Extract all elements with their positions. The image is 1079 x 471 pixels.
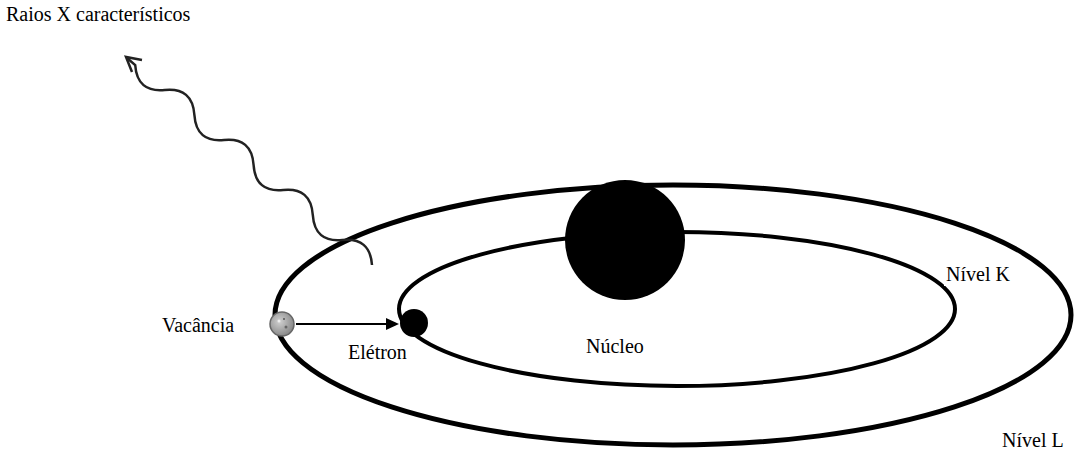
xray-wave: [127, 58, 372, 265]
vacancy-texture: [285, 326, 288, 329]
vacancy-dot: [270, 312, 294, 336]
electron-label: Elétron: [346, 340, 409, 364]
shell-label: Nível L: [1000, 428, 1066, 452]
vacancy-label: Vacância: [160, 313, 236, 337]
vacancy-texture: [278, 320, 281, 323]
electron-dot: [400, 309, 428, 337]
nucleus-label: Núcleo: [584, 334, 646, 358]
xray-arrow-head: [126, 57, 142, 72]
nucleus: [565, 180, 685, 300]
arrow-head: [386, 318, 399, 330]
shell-label: Nível K: [944, 262, 1012, 286]
transition-arrow: [296, 323, 390, 325]
vacancy-texture: [283, 318, 285, 320]
xray-label: Raios X característicos: [4, 2, 192, 26]
